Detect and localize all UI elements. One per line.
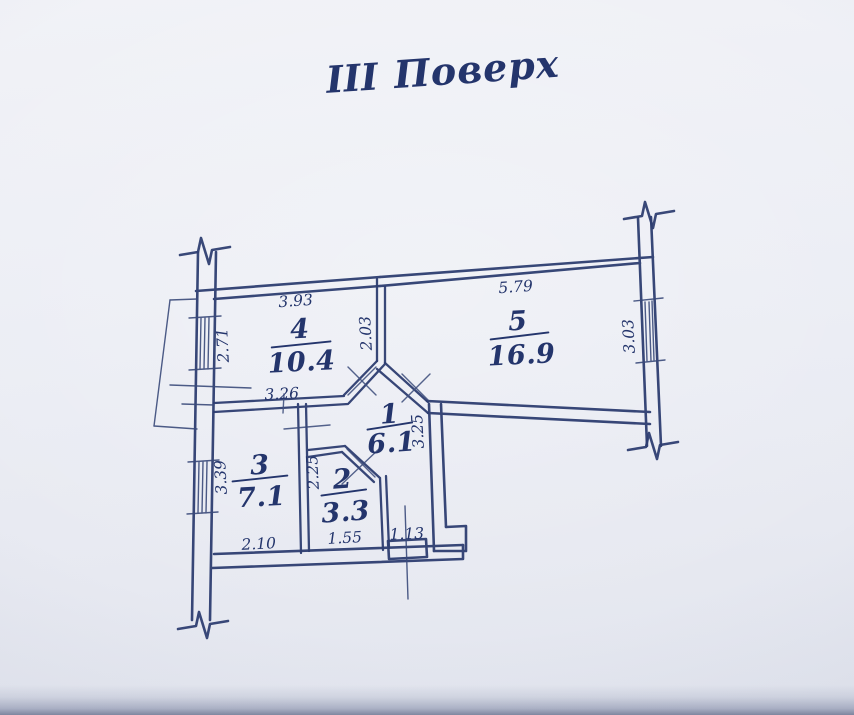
door-opening-room2	[341, 447, 381, 485]
room-area: 3.3	[320, 495, 371, 529]
room5-top-wall-inner	[378, 261, 642, 288]
dim-room4-top: 3.93	[278, 291, 314, 311]
interior-walls	[212, 277, 391, 555]
room-area: 16.9	[487, 338, 556, 373]
bottom-wall-outer	[212, 543, 465, 556]
balcony-outline	[153, 298, 215, 430]
dim-room2-left: 2.25	[303, 455, 323, 491]
room-area: 10.4	[267, 345, 336, 380]
vestibule-wall-foot	[432, 524, 468, 553]
room-number: 4	[289, 313, 310, 345]
room-4-label: 4 10.4	[267, 313, 336, 380]
windows	[186, 297, 666, 515]
wall-break-bottom-left	[176, 610, 230, 640]
divider-3-hall-left	[296, 402, 303, 555]
dim-room2-bottom: 1.55	[327, 528, 362, 548]
dim-entrance-width: 1.13	[389, 524, 424, 543]
door-opening-room4	[342, 359, 387, 405]
dim-room1-right: 3.25	[408, 414, 428, 449]
axis-line-left	[169, 384, 252, 389]
page-title: III Поверх	[324, 41, 561, 102]
room-area: 7.1	[236, 481, 286, 514]
room2-right-wall-b	[384, 474, 391, 550]
dim-room3-bottom: 2.10	[240, 534, 277, 554]
dim-room5-right: 3.03	[619, 318, 639, 354]
dim-room4-bottom: 3.26	[264, 384, 300, 404]
room2-top-wall-b	[306, 450, 344, 459]
vestibule-wall-inner	[439, 402, 448, 529]
room4-bottom-wall-tick	[282, 393, 285, 414]
room-2-label: 2 3.3	[320, 463, 371, 529]
room5-bottom-wall-inner	[426, 411, 652, 426]
room2-right-wall-a	[378, 476, 385, 552]
wall-break-top-right	[622, 200, 676, 230]
room-number: 3	[249, 450, 270, 482]
room4-top-wall-outer	[194, 275, 382, 293]
room-area: 6.1	[366, 426, 417, 460]
room4-bottom-wall-bottom	[212, 402, 350, 414]
floor-title-word: Поверх	[391, 41, 561, 98]
fraction-line	[366, 421, 414, 431]
room-number: 2	[331, 463, 353, 495]
window-room5-right	[633, 297, 666, 364]
entrance-threshold	[386, 537, 429, 561]
wall-break-symbols	[176, 200, 680, 640]
dimension-labels: 3.93 2.71 2.03 3.26 5.79 3.03 3.25 3.39 …	[211, 277, 639, 554]
room2-top-wall-a	[306, 444, 347, 452]
right-wall-inner	[636, 216, 649, 448]
dim-room4-left: 2.71	[213, 328, 233, 364]
room2-chamfer-a	[343, 444, 382, 480]
window-room3-left	[186, 459, 220, 515]
vestibule-wall-outer	[427, 402, 436, 553]
room-1-label: 1 6.1	[366, 398, 417, 460]
left-wall-inner	[208, 250, 218, 622]
window-room4-left	[188, 315, 222, 371]
fraction-line	[231, 474, 289, 483]
wall-break-bottom-right	[626, 431, 680, 461]
wall-break-top-left	[178, 236, 232, 266]
exterior-walls	[190, 215, 663, 622]
left-wall-outer	[190, 250, 200, 622]
fraction-line	[489, 331, 550, 341]
room2-chamfer-b	[340, 450, 376, 484]
dim-room4-right: 2.03	[356, 315, 376, 352]
fraction-line	[270, 340, 332, 349]
door-opening-room3-tick	[283, 424, 331, 430]
room-number: 1	[379, 398, 400, 430]
room4-bottom-wall-top	[212, 394, 346, 405]
right-wall-outer	[649, 215, 663, 448]
fraction-line	[320, 488, 368, 497]
door-openings	[283, 359, 431, 485]
axis-line-entrance	[404, 505, 409, 600]
room-number: 5	[507, 306, 528, 338]
bottom-wall-inner	[210, 543, 465, 570]
door-opening-room5	[375, 361, 431, 415]
dim-room5-top: 5.79	[498, 277, 534, 297]
room5-top-wall-outer	[378, 255, 655, 279]
floor-number-roman: III	[324, 54, 382, 102]
divider-3-hall-right	[304, 402, 311, 553]
dim-room3-left: 3.39	[211, 459, 231, 495]
room5-bottom-wall-outer	[425, 399, 652, 414]
room-3-label: 3 7.1	[231, 450, 289, 514]
room-5-label: 5 16.9	[487, 306, 556, 373]
room4-top-wall-inner	[212, 284, 382, 301]
